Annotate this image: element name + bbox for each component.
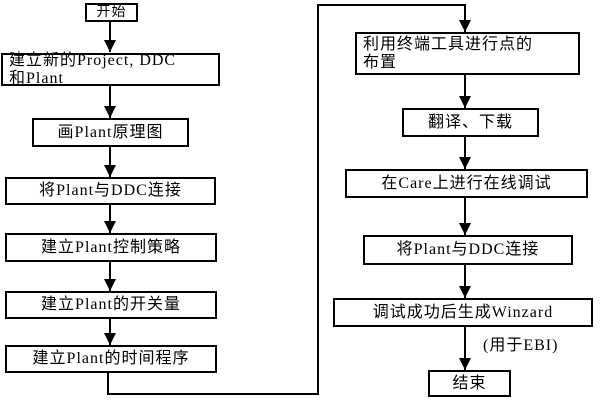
node-create-control-strategy: 建立Plant控制策略: [5, 233, 217, 262]
node-end: 结束: [428, 370, 511, 397]
node-terminal-point-layout-line2: 布置: [363, 53, 398, 71]
connector-segment-up: [317, 4, 319, 395]
arrow-create-project-to-draw-plant: [104, 85, 116, 118]
node-start: 开始: [85, 3, 138, 22]
connector-segment-bottom: [107, 393, 319, 395]
node-draw-plant-diagram-label: 画Plant原理图: [57, 123, 164, 141]
node-translate-download-label: 翻译、下载: [427, 113, 513, 131]
arrow-start-to-create-project: [104, 21, 116, 52]
annotation-ebi: (用于EBI): [483, 337, 559, 354]
node-connect-plant-ddc: 将Plant与DDC连接: [5, 177, 216, 205]
arrow-control-strategy-to-switch-values: [104, 262, 116, 291]
arrow-connect-ddc-to-control-strategy: [104, 205, 116, 233]
node-terminal-point-layout: 利用终端工具进行点的 布置: [355, 32, 580, 75]
arrow-translate-to-online-debug: [459, 137, 471, 169]
node-terminal-point-layout-line1: 利用终端工具进行点的: [363, 35, 534, 53]
node-draw-plant-diagram: 画Plant原理图: [32, 118, 189, 147]
node-create-time-program: 建立Plant的时间程序: [5, 345, 217, 373]
node-create-time-program-label: 建立Plant的时间程序: [32, 350, 190, 368]
arrow-winzard-to-end: [459, 327, 471, 370]
node-create-control-strategy-label: 建立Plant控制策略: [41, 238, 181, 256]
node-online-debug-care: 在Care上进行在线调试: [345, 169, 588, 198]
node-connect-plant-ddc-label: 将Plant与DDC连接: [39, 182, 182, 200]
node-create-switch-values-label: 建立Plant的开关量: [41, 296, 181, 314]
node-create-project: 建立新的Project, DDC 和Plant: [1, 51, 220, 87]
node-generate-winzard-label: 调试成功后生成Winzard: [372, 303, 554, 321]
arrow-connector-to-terminal-layout: [459, 4, 471, 32]
arrow-online-debug-to-connect-ddc2: [459, 198, 471, 235]
connector-segment-down: [107, 373, 109, 395]
node-connect-plant-ddc-2-label: 将Plant与DDC连接: [396, 241, 540, 259]
node-translate-download: 翻译、下载: [402, 108, 539, 137]
node-create-project-line2: 和Plant: [9, 69, 64, 87]
arrow-switch-values-to-time-program: [104, 319, 116, 345]
node-online-debug-care-label: 在Care上进行在线调试: [381, 174, 552, 192]
arrow-draw-plant-to-connect-ddc: [104, 147, 116, 177]
node-generate-winzard: 调试成功后生成Winzard: [333, 298, 593, 327]
node-connect-plant-ddc-2: 将Plant与DDC连接: [363, 235, 573, 265]
connector-segment-top: [317, 4, 466, 6]
node-start-label: 开始: [96, 4, 127, 20]
node-create-project-line1: 建立新的Project, DDC: [9, 51, 177, 69]
node-end-label: 结束: [452, 374, 487, 392]
arrow-connect-ddc2-to-winzard: [459, 265, 471, 298]
arrow-terminal-layout-to-translate: [459, 75, 471, 108]
node-create-switch-values: 建立Plant的开关量: [5, 291, 217, 319]
